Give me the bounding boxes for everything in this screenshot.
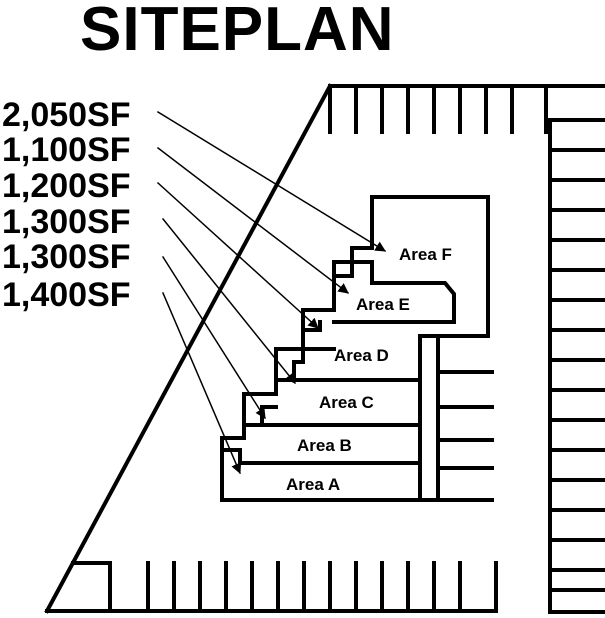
leader-arrow-c [161,217,297,385]
size-label-a: 1,400SF [2,276,131,314]
size-label-e: 1,100SF [2,131,131,169]
leader-arrow-a [162,292,242,474]
area-label-e: Area E [356,295,410,314]
area-labels: Area F Area E Area D Area C Area B Area … [286,245,452,494]
lot-outline [44,83,605,614]
size-labels: 2,050SF 1,100SF 1,200SF 1,300SF 1,300SF … [2,96,131,314]
building-footprint [220,195,490,502]
page-title: SITEPLAN [80,0,395,64]
leader-arrow-e [156,146,350,295]
area-label-c: Area C [319,393,374,412]
size-label-c: 1,300SF [2,203,131,241]
parking-stalls [45,84,605,614]
leader-arrow-d [156,181,320,330]
leader-arrows [156,110,387,474]
leader-arrow-b [161,255,267,420]
divider-c-step [292,347,336,382]
divider-a-step [220,448,242,465]
divider-b-step [260,405,278,427]
size-label-d: 1,200SF [2,167,131,205]
size-label-f: 2,050SF [2,96,131,134]
divider-d [301,320,322,332]
divider-e [332,260,456,324]
area-label-d: Area D [334,346,389,365]
lot-diagonal-edge [44,83,333,614]
size-label-b: 1,300SF [2,238,131,276]
area-label-a: Area A [286,475,340,494]
area-label-b: Area B [297,436,352,455]
building-outline [220,195,490,502]
leader-arrow-f [156,110,387,253]
area-label-f: Area F [399,245,452,264]
